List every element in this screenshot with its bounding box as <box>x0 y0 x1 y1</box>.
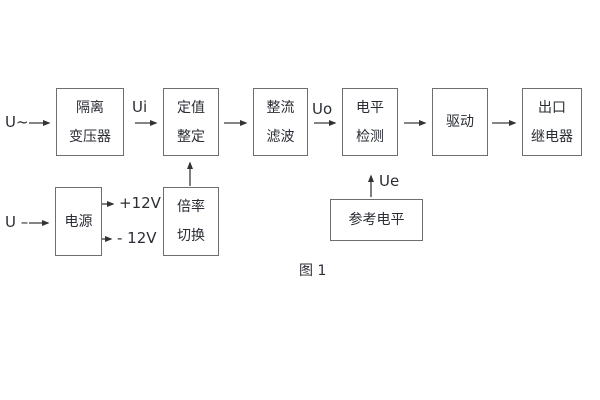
block-label: 倍率 <box>177 199 205 215</box>
signal-label-uo: Uo <box>312 100 333 118</box>
signal-label-ue: Ue <box>379 172 400 190</box>
block-label: 出口 <box>538 99 566 116</box>
block-label: 整流 <box>266 99 295 116</box>
block-isolation-transformer: 隔离 变压器 <box>56 88 124 156</box>
block-power-supply: 电源 <box>55 187 102 256</box>
block-rectifier-filter: 整流 滤波 <box>253 88 308 156</box>
block-driver: 驱动 <box>432 88 488 156</box>
signal-label-plus12v: +12V <box>119 194 161 212</box>
block-label: 电源 <box>64 213 93 230</box>
signal-label-u-ac: U~ <box>5 113 29 131</box>
block-label: 参考电平 <box>348 212 405 228</box>
signal-label-minus12v: - 12V <box>117 229 157 247</box>
block-reference-level: 参考电平 <box>330 199 423 241</box>
block-label: 驱动 <box>446 114 474 130</box>
block-ratio-switch: 倍率 切换 <box>163 187 219 256</box>
block-label: 变压器 <box>69 128 111 145</box>
signal-label-u-dc: U – <box>5 213 29 231</box>
block-setting-adjust: 定值 整定 <box>163 88 219 156</box>
block-level-detect: 电平 检测 <box>342 88 398 156</box>
block-label: 电平 <box>356 99 384 116</box>
block-label: 切换 <box>177 228 205 244</box>
block-label: 隔离 <box>76 99 104 116</box>
block-label: 继电器 <box>531 128 573 145</box>
signal-label-ui: Ui <box>132 98 148 116</box>
block-output-relay: 出口 继电器 <box>522 88 582 156</box>
block-label: 整定 <box>177 128 205 145</box>
block-label: 检测 <box>356 128 384 145</box>
block-label: 滤波 <box>266 128 295 145</box>
block-label: 定值 <box>177 99 205 116</box>
figure-caption: 图 1 <box>299 263 327 279</box>
